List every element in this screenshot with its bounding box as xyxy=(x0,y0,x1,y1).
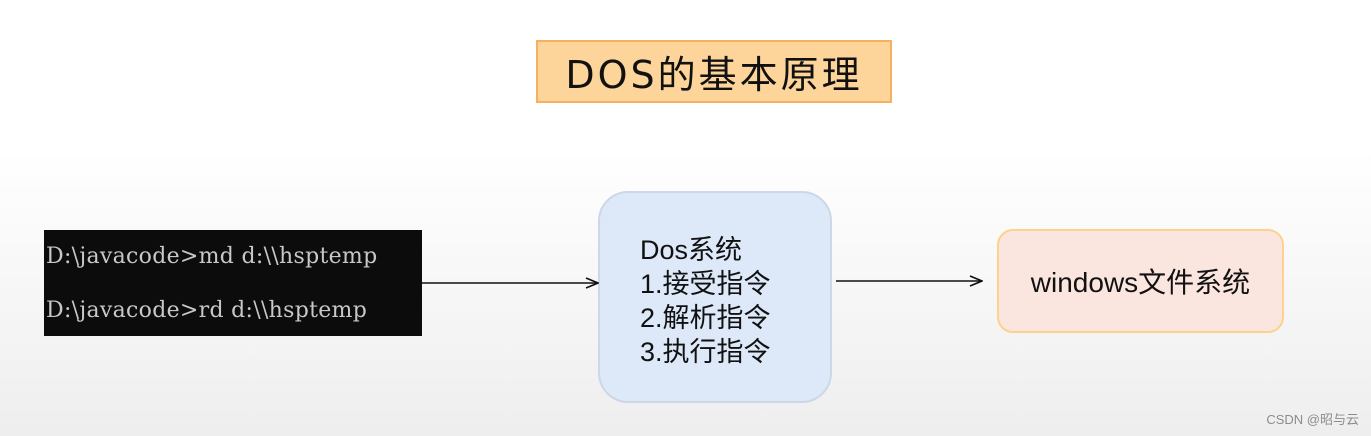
dos-step-parse: 2.解析指令 xyxy=(640,303,771,333)
terminal-line-md: D:\javacode>md d:\\hsptemp xyxy=(46,244,378,269)
dos-step-receive: 1.接受指令 xyxy=(640,269,771,299)
terminal-screenshot: D:\javacode>md d:\\hsptemp D:\javacode>r… xyxy=(44,230,422,336)
windows-filesystem-box: windows文件系统 xyxy=(997,229,1284,333)
dos-step-execute: 3.执行指令 xyxy=(640,337,771,367)
terminal-line-rd: D:\javacode>rd d:\\hsptemp xyxy=(46,298,368,323)
dos-system-box: Dos系统 1.接受指令 2.解析指令 3.执行指令 xyxy=(598,191,832,403)
dos-system-title: Dos系统 xyxy=(640,235,743,265)
diagram-title: DOS的基本原理 xyxy=(536,40,892,103)
watermark: CSDN @昭与云 xyxy=(1266,412,1359,427)
